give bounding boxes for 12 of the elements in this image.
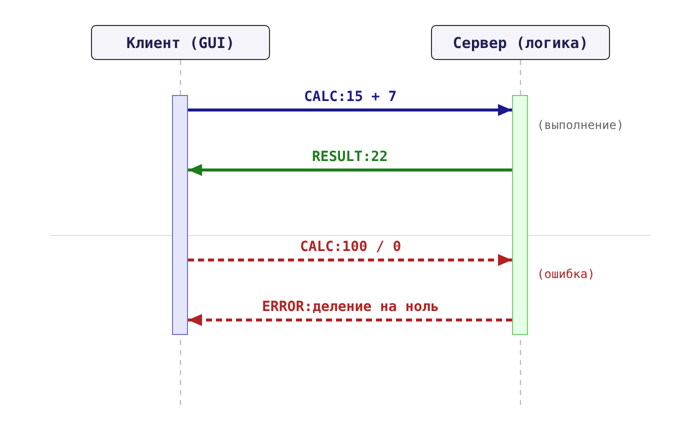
message-arrow [188,104,512,116]
note-text: (ошибка) [537,267,595,281]
message-arrow [188,254,512,266]
message-arrow [188,314,512,326]
participant-box [91,25,270,60]
message-arrow [188,164,512,176]
activation-bar [172,95,188,335]
participant-name: Клиент (GUI) [126,34,235,52]
participant-box [431,25,610,60]
note-text: (выполнение) [537,118,624,132]
activation-bar [512,95,528,335]
participant-name: Сервер (логика) [452,34,588,52]
